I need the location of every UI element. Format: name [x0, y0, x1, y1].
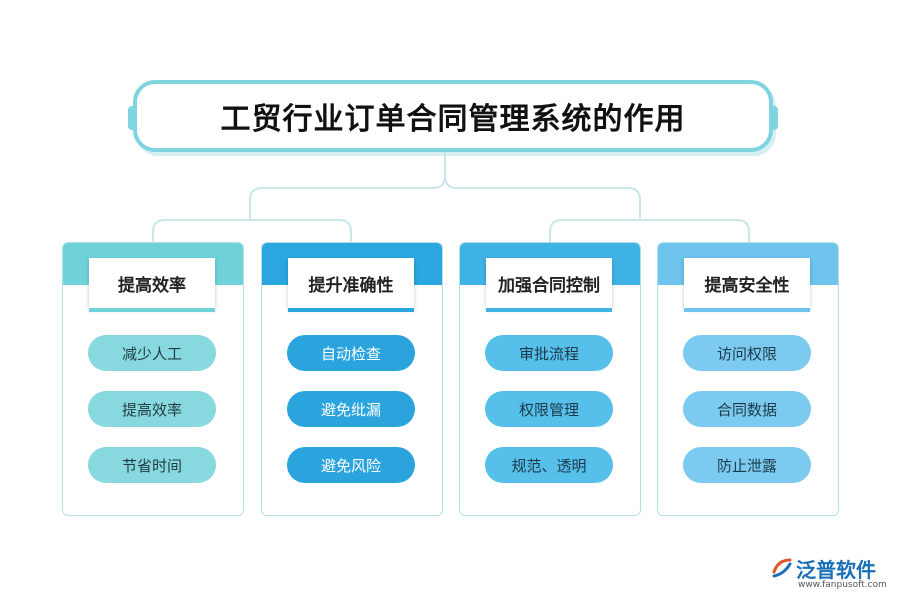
- column-heading: 加强合同控制: [486, 258, 612, 312]
- title-box: 工贸行业订单合同管理系统的作用: [128, 80, 778, 152]
- diagram-title: 工贸行业订单合同管理系统的作用: [220, 102, 686, 137]
- column-contract-control: 加强合同控制 审批流程 权限管理 规范、透明: [459, 242, 641, 516]
- column-security: 提高安全性 访问权限 合同数据 防止泄露: [657, 242, 839, 516]
- column-efficiency: 提高效率 减少人工 提高效率 节省时间: [62, 242, 244, 516]
- column-item: 权限管理: [485, 391, 613, 427]
- column-item: 提高效率: [88, 391, 216, 427]
- column-item: 合同数据: [683, 391, 811, 427]
- column-item: 自动检查: [287, 335, 415, 371]
- column-accuracy: 提升准确性 自动检查 避免纰漏 避免风险: [261, 242, 443, 516]
- watermark-logo: 泛普软件 www.fanpusoft.com: [770, 552, 894, 592]
- column-heading: 提升准确性: [288, 258, 414, 312]
- watermark-name: 泛普软件: [796, 558, 876, 582]
- column-item: 防止泄露: [683, 447, 811, 483]
- column-heading: 提高安全性: [684, 258, 810, 312]
- watermark-url: www.fanpusoft.com: [798, 580, 887, 590]
- column-item: 规范、透明: [485, 447, 613, 483]
- column-item: 避免风险: [287, 447, 415, 483]
- column-item: 避免纰漏: [287, 391, 415, 427]
- column-item: 访问权限: [683, 335, 811, 371]
- column-item: 节省时间: [88, 447, 216, 483]
- column-heading: 提高效率: [89, 258, 215, 312]
- fanpu-logo-icon: [772, 558, 792, 578]
- column-item: 减少人工: [88, 335, 216, 371]
- column-item: 审批流程: [485, 335, 613, 371]
